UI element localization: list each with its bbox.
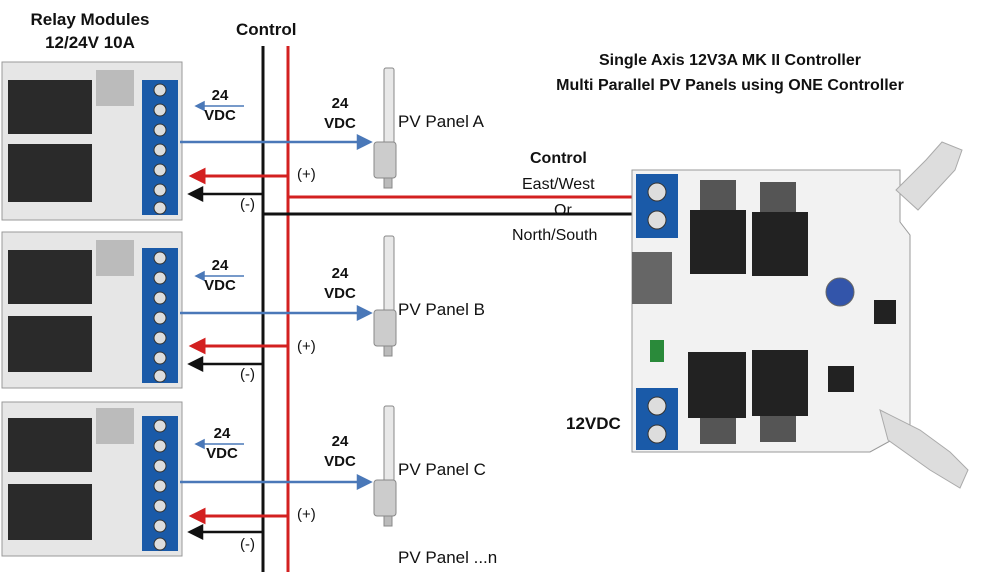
vdc-supply-label-2: 24 VDC — [198, 256, 242, 296]
controller-board — [631, 141, 969, 489]
minus-label-3: (-) — [240, 536, 255, 553]
vdc-actuator-label-1: 24 VDC — [318, 94, 362, 134]
vdc-unit: VDC — [324, 453, 356, 470]
relay-title-line1: Relay Modules — [30, 10, 150, 29]
relay-module-1 — [1, 61, 183, 221]
vdc-supply-label-1: 24 VDC — [198, 86, 242, 126]
vdc-value: 24 — [211, 257, 229, 274]
actuator-c — [373, 405, 397, 527]
control-link-line3: North/South — [512, 227, 598, 244]
relay-title-line2: 12/24V 10A — [45, 33, 135, 52]
minus-label-2: (-) — [240, 366, 255, 383]
controller-title-line2: Multi Parallel PV Panels using ONE Contr… — [556, 77, 904, 94]
actuator-b — [373, 235, 397, 357]
vdc-unit: VDC — [204, 107, 236, 124]
vdc-value: 24 — [331, 265, 349, 282]
control-link-line1: East/West — [522, 176, 595, 193]
power-input-label: 12VDC — [566, 414, 621, 433]
pv-panel-n-label: PV Panel ...n — [398, 548, 498, 567]
pv-panel-a-label: PV Panel A — [398, 112, 485, 131]
pv-panel-b-label: PV Panel B — [398, 300, 485, 319]
relay-modules-title: Relay Modules 12/24V 10A — [10, 8, 170, 54]
relay-module-3 — [1, 401, 183, 557]
control-bus-label: Control — [236, 20, 297, 39]
minus-label-1: (-) — [240, 196, 255, 213]
relay-module-2 — [1, 231, 183, 389]
vdc-unit: VDC — [324, 285, 356, 302]
vdc-value: 24 — [331, 433, 349, 450]
controller-title-line1: Single Axis 12V3A MK II Controller — [599, 52, 861, 69]
plus-label-2: (+) — [297, 338, 316, 355]
vdc-actuator-label-2: 24 VDC — [318, 264, 362, 304]
plus-label-3: (+) — [297, 506, 316, 523]
controller-title: Single Axis 12V3A MK II Controller Multi… — [520, 48, 940, 98]
vdc-unit: VDC — [324, 115, 356, 132]
vdc-supply-label-3: 24 VDC — [200, 424, 244, 464]
pv-panel-c-label: PV Panel C — [398, 460, 486, 479]
control-link-title: Control — [530, 150, 587, 167]
vdc-value: 24 — [331, 95, 349, 112]
plus-label-1: (+) — [297, 166, 316, 183]
actuator-a — [373, 67, 397, 189]
vdc-unit: VDC — [204, 277, 236, 294]
vdc-value: 24 — [213, 425, 231, 442]
control-link-line2: Or — [554, 202, 572, 219]
vdc-value: 24 — [211, 87, 229, 104]
vdc-actuator-label-3: 24 VDC — [318, 432, 362, 472]
vdc-unit: VDC — [206, 445, 238, 462]
